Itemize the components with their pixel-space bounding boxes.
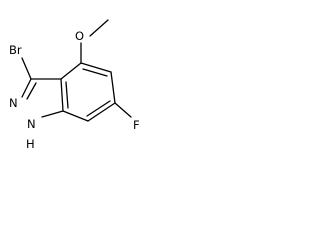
bond-o-ch3 — [89, 19, 109, 37]
bond-c4-c5 — [80, 62, 112, 73]
bond-c4-c5-double — [82, 68, 108, 77]
structure-diagram: Br O N N H F — [9, 19, 140, 151]
bond-c3a-c7a — [60, 78, 64, 112]
bond-n1-c7a — [41, 110, 64, 118]
bond-c3a-c4 — [60, 62, 82, 80]
bond-c6-c7 — [87, 102, 116, 122]
bond-c3-br — [21, 57, 32, 80]
fluorine-label: F — [133, 118, 140, 132]
bromine-label: Br — [9, 43, 22, 57]
bond-c5-c6 — [110, 71, 116, 104]
ring-nitrogen-label: N — [9, 96, 18, 110]
bond-c6-c7-double — [86, 100, 111, 117]
oxygen-label: O — [75, 29, 84, 43]
nh-nitrogen-label: N — [27, 117, 36, 131]
bond-c3-n2-double — [26, 82, 37, 100]
bond-c3a-c7a-double — [65, 81, 69, 109]
nh-hydrogen-label: H — [26, 137, 35, 151]
bond-c3-n2 — [21, 78, 32, 98]
bond-c6-f — [114, 102, 132, 118]
bond-c7-c7a — [62, 110, 89, 122]
